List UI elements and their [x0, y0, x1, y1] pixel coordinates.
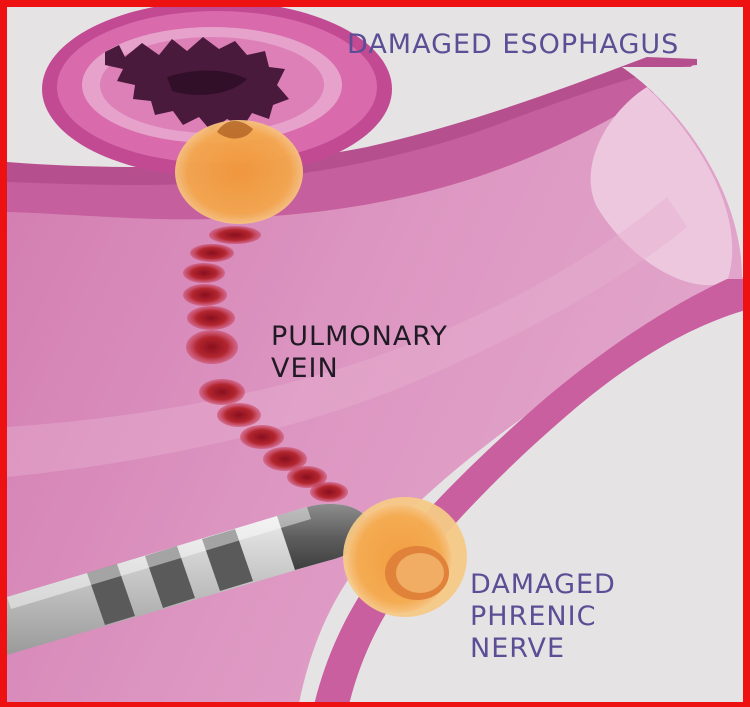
label-line: PULMONARY [271, 321, 448, 353]
label-line: DAMAGED [470, 569, 616, 601]
lesion-mark [187, 306, 235, 330]
lesion-mark [186, 330, 238, 364]
lesion-mark [199, 379, 245, 405]
esophagus-damage-zone [175, 120, 303, 224]
label-line: VEIN [271, 353, 448, 385]
lesion-mark [240, 425, 284, 449]
lesion-mark [183, 284, 227, 306]
lesion-mark [183, 263, 225, 283]
label-pulmonary-vein: PULMONARY VEIN [271, 321, 448, 385]
label-line: PHRENIC [470, 601, 616, 633]
lesion-mark [217, 403, 261, 427]
label-damaged-esophagus: DAMAGED ESOPHAGUS [347, 29, 679, 61]
lesion-mark [190, 244, 234, 262]
lesion-mark [209, 226, 261, 244]
label-line: NERVE [470, 633, 616, 665]
label-damaged-phrenic-nerve: DAMAGED PHRENIC NERVE [470, 569, 616, 665]
phrenic-nerve-cross-section-icon [343, 497, 467, 617]
lesion-mark [310, 482, 348, 502]
